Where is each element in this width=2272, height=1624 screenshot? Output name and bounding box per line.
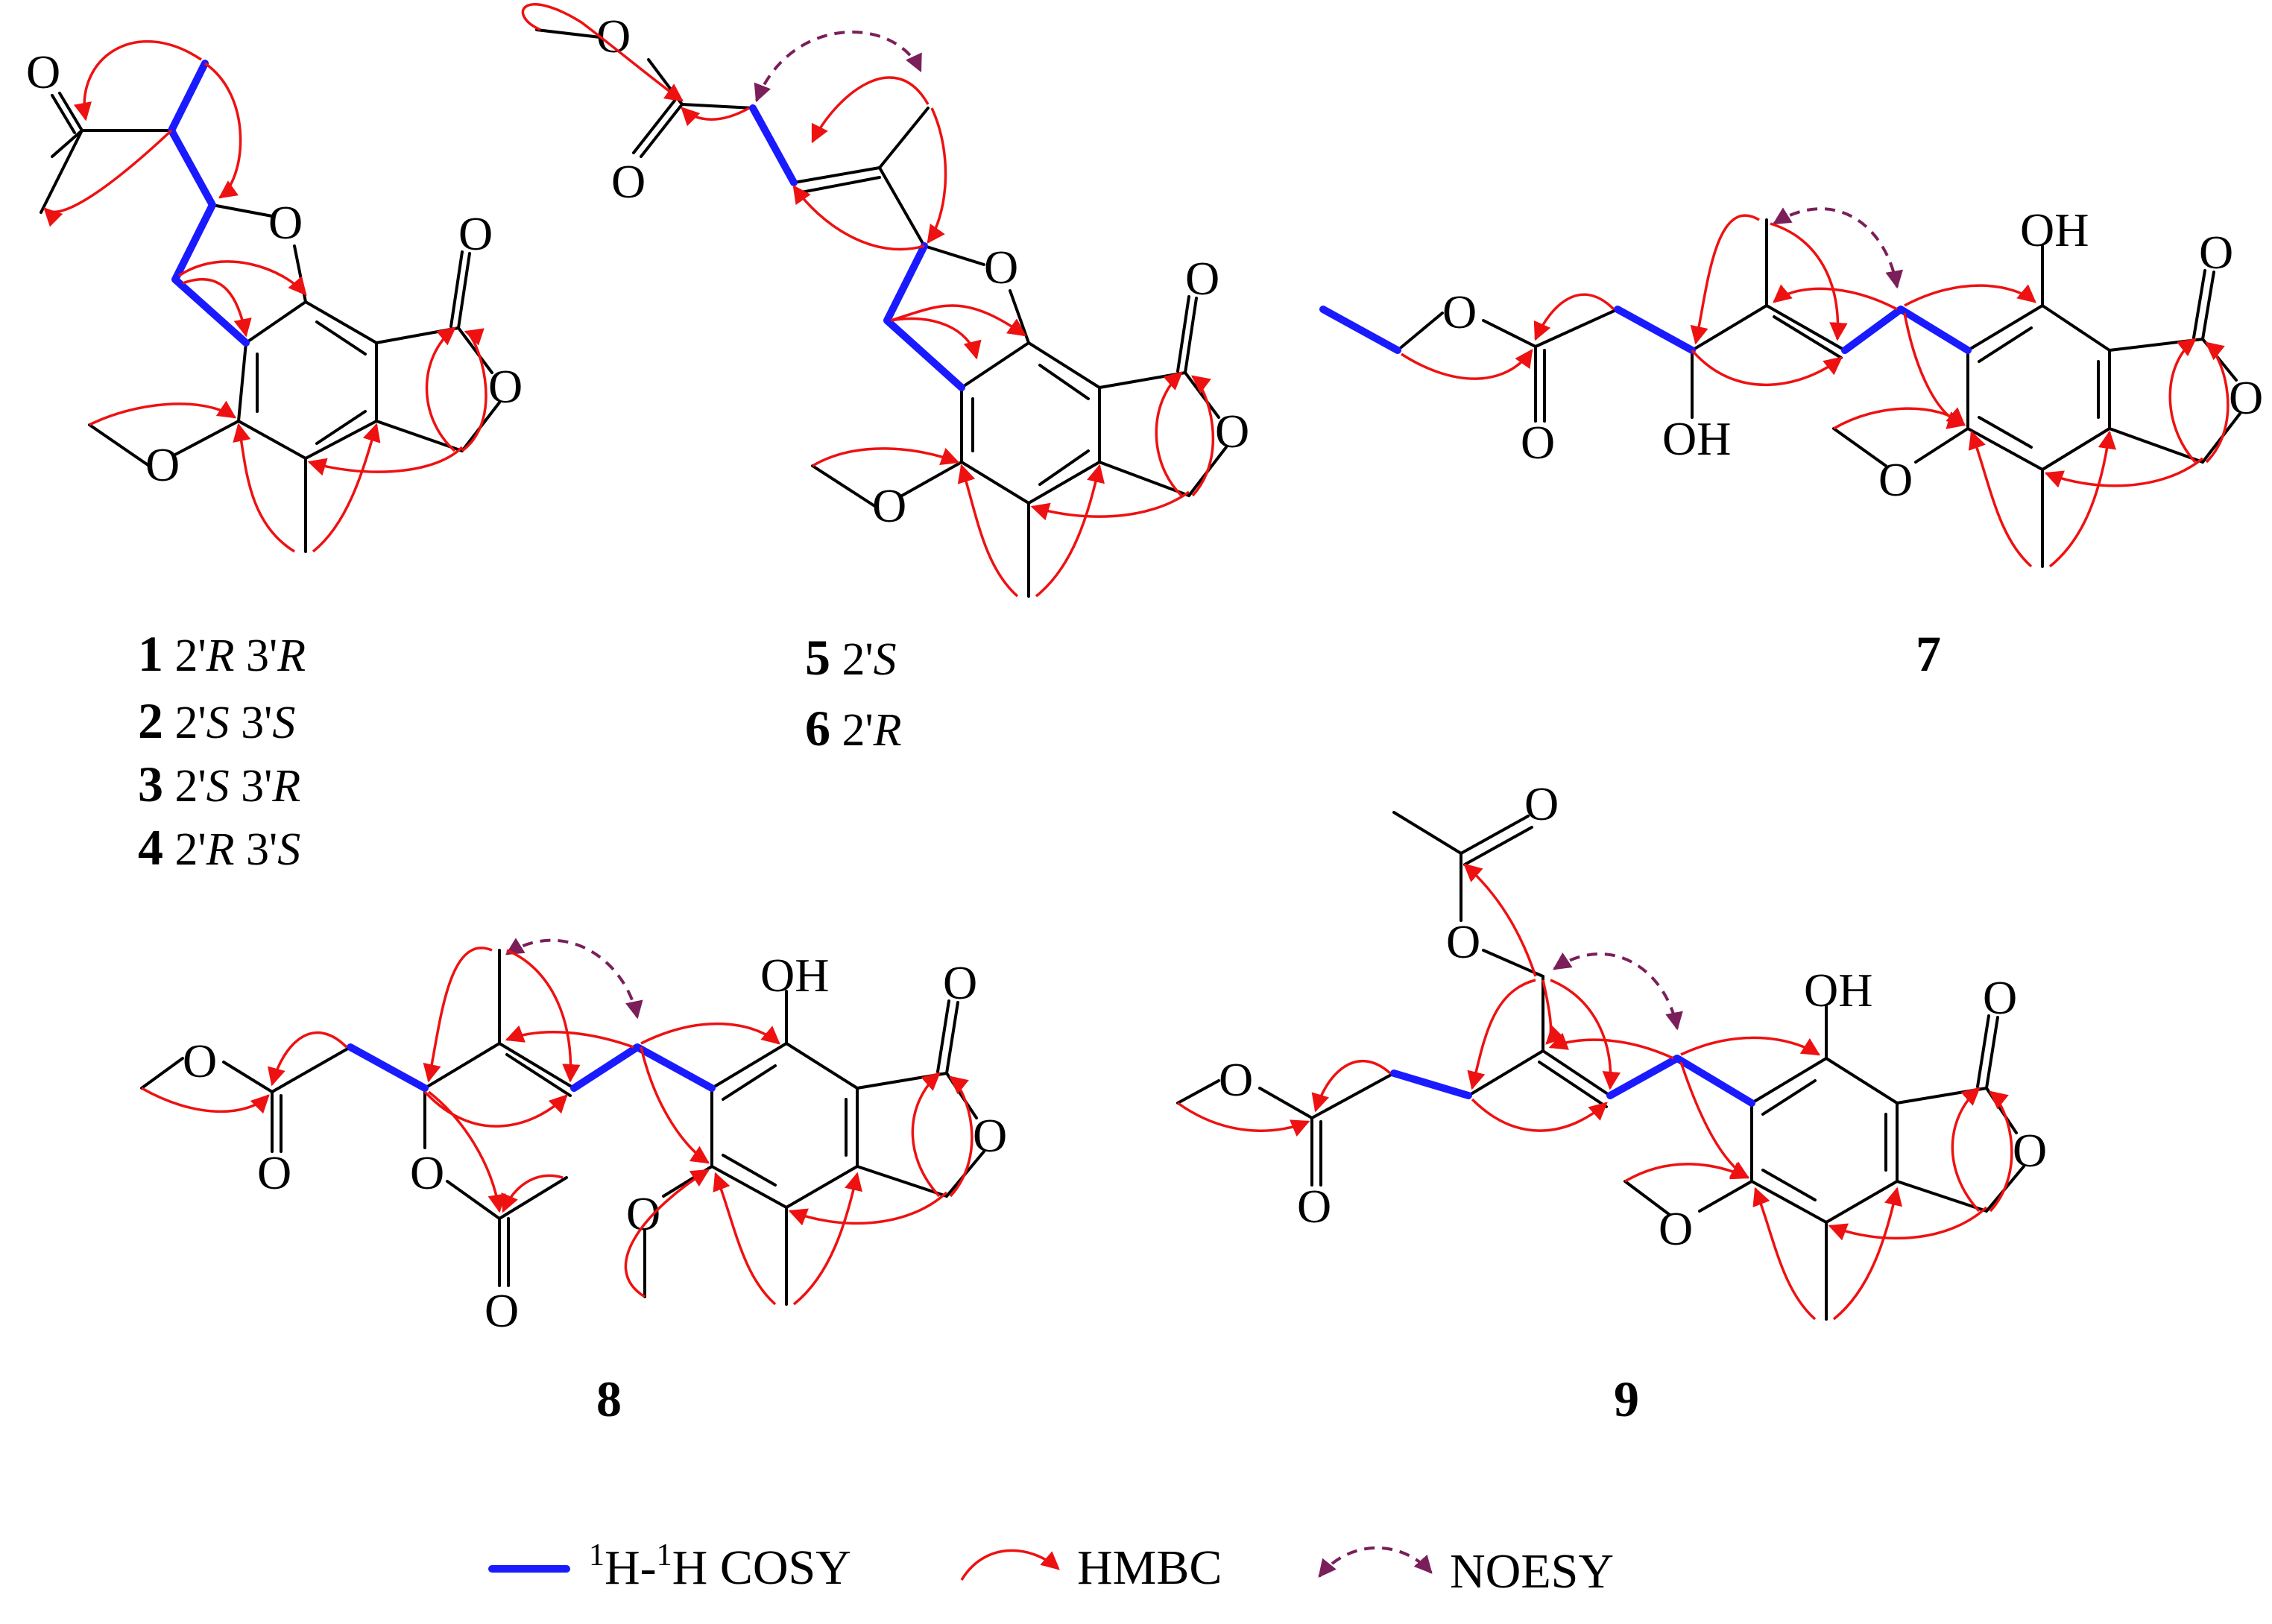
svg-text:O: O <box>488 360 523 413</box>
svg-text:O: O <box>611 155 646 208</box>
svg-text:9: 9 <box>1614 1371 1639 1427</box>
svg-text:O: O <box>1524 777 1559 830</box>
svg-text:5 2'S: 5 2'S <box>805 629 897 686</box>
svg-text:O: O <box>1297 1180 1331 1233</box>
svg-text:O: O <box>145 438 180 491</box>
legend-hmbc-arrow <box>960 1549 1060 1581</box>
noesy-arrows <box>505 938 643 1020</box>
svg-text:6 2'R: 6 2'R <box>805 700 902 756</box>
atom-labels: O O O O OH O O O <box>183 949 1007 1337</box>
svg-text:O: O <box>1659 1202 1693 1255</box>
svg-text:O: O <box>2013 1124 2047 1177</box>
cosy-bonds <box>1319 306 1972 354</box>
hmbc-arrows <box>1176 863 2013 1321</box>
svg-text:OH: OH <box>2020 203 2089 256</box>
svg-text:O: O <box>1983 971 2017 1024</box>
hmbc-arrows <box>141 947 974 1306</box>
svg-text:O: O <box>1446 915 1480 968</box>
cosy-bonds <box>749 104 965 391</box>
svg-text:O: O <box>1521 416 1555 469</box>
config-labels: 1 2'R 3'R 2 2'S 3'S 3 2'S 3'R 4 2'R 3'S <box>138 625 306 876</box>
svg-text:OH: OH <box>1662 412 1731 465</box>
svg-text:OH: OH <box>760 949 829 1002</box>
structure-7: O O OH OH O O O 7 <box>1319 203 2263 682</box>
structure-9: O O O O OH O O O <box>1176 777 2047 1427</box>
noesy-arrows <box>754 31 922 103</box>
cosy-bonds <box>1390 1055 1755 1107</box>
cosy-bonds <box>347 1043 716 1092</box>
svg-text:O: O <box>1878 453 1913 506</box>
legend-hmbc-label: HMBC <box>1077 1541 1222 1595</box>
structure-1-4: O O O O O 1 2'R 3'R 2 2'S 3'S 3 2'S 3'R … <box>26 40 523 876</box>
svg-text:O: O <box>1442 285 1477 338</box>
atom-labels: O O O O OH O O O <box>1219 777 2047 1255</box>
svg-text:1 2'R 3'R: 1 2'R 3'R <box>138 625 306 682</box>
svg-text:2 2'S 3'S: 2 2'S 3'S <box>138 692 295 749</box>
atom-labels: O O O O O O <box>596 10 1249 532</box>
svg-text:O: O <box>973 1109 1007 1162</box>
legend: 1H-1H COSY HMBC NOESY <box>488 1538 1614 1599</box>
structure-5-6: O O O O O O 5 2'S 6 2'R <box>521 3 1249 756</box>
svg-text:O: O <box>26 45 60 98</box>
svg-text:O: O <box>268 196 303 249</box>
svg-text:4 2'R 3'S: 4 2'R 3'S <box>138 819 300 876</box>
bonds <box>140 949 985 1306</box>
noesy-arrows <box>1772 207 1904 289</box>
legend-noesy-arrow <box>1318 1546 1433 1578</box>
bonds <box>40 92 501 553</box>
svg-text:3 2'S 3'R: 3 2'S 3'R <box>138 756 300 812</box>
svg-text:O: O <box>485 1284 519 1337</box>
svg-text:O: O <box>984 241 1018 294</box>
svg-text:O: O <box>458 207 493 260</box>
svg-text:O: O <box>2229 371 2263 424</box>
svg-text:O: O <box>596 10 631 63</box>
svg-text:7: 7 <box>1916 625 1941 682</box>
svg-text:O: O <box>943 956 977 1009</box>
config-labels: 5 2'S 6 2'R <box>805 629 902 756</box>
svg-text:O: O <box>1219 1053 1253 1106</box>
svg-text:8: 8 <box>596 1371 622 1427</box>
legend-noesy-label: NOESY <box>1450 1544 1614 1599</box>
hmbc-arrows <box>43 40 487 553</box>
cosy-bonds <box>168 60 250 347</box>
noesy-arrows <box>1553 952 1683 1031</box>
svg-text:O: O <box>2199 226 2233 279</box>
svg-text:O: O <box>410 1146 444 1199</box>
structure-8: O O O O OH O O O <box>140 938 1007 1427</box>
svg-text:OH: OH <box>1804 964 1872 1017</box>
legend-cosy-label: 1H-1H COSY <box>589 1538 851 1595</box>
hmbc-arrows <box>521 3 1215 598</box>
bonds <box>1176 811 2025 1321</box>
svg-text:O: O <box>1215 405 1249 458</box>
hmbc-arrows <box>1401 214 2230 568</box>
svg-text:O: O <box>257 1146 291 1199</box>
atom-labels: O O OH OH O O O <box>1442 203 2263 506</box>
svg-text:O: O <box>183 1034 217 1087</box>
bonds <box>1396 218 2241 568</box>
atom-labels: O O O O O <box>26 45 523 491</box>
svg-text:O: O <box>1185 252 1219 305</box>
svg-text:O: O <box>872 479 906 532</box>
